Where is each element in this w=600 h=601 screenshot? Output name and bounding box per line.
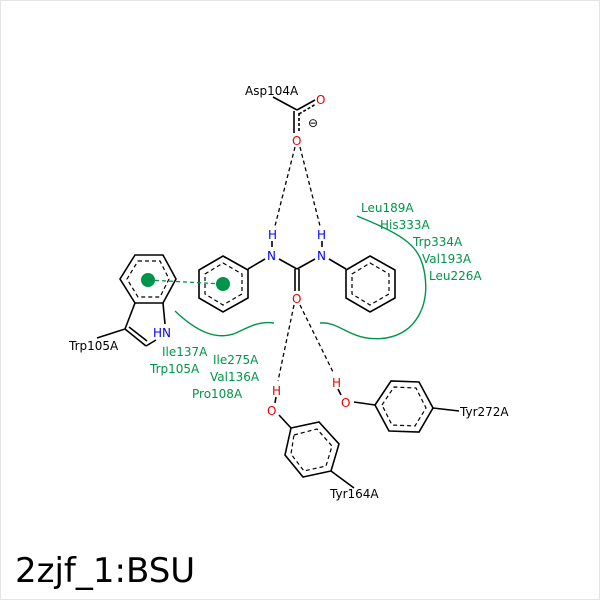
residue-label: Tyr164A <box>329 487 379 501</box>
hydrophobic-residue-label: Leu226A <box>429 269 482 283</box>
trp105-residue: HN Trp105A <box>68 254 177 353</box>
hydrophobic-residue-label: His333A <box>380 218 431 232</box>
hydrophobic-residue-label: Leu189A <box>361 201 414 215</box>
oxygen-atom: O <box>292 134 301 148</box>
tyr272-residue: H O Tyr272A <box>332 376 509 433</box>
residue-label: Trp105A <box>68 339 119 353</box>
residue-label: Tyr272A <box>459 405 509 419</box>
negative-charge-icon: ⊖ <box>308 116 318 130</box>
oxygen-atom: O <box>292 292 301 306</box>
oxygen-atom: O <box>267 404 276 418</box>
hydrogen-atom: H <box>317 228 326 242</box>
hydrophobic-residue-label: Trp105A <box>149 362 200 376</box>
hydrophobic-residue-label: Ile137A <box>162 345 208 359</box>
hydrophobic-contacts: Leu189A His333A Trp334A Val193A Leu226A … <box>149 201 482 401</box>
hydrophobic-residue-label: Val193A <box>422 252 472 266</box>
phenyl-ring <box>345 255 396 313</box>
hydrophobic-residue-label: Trp334A <box>412 235 463 249</box>
pi-stacking <box>141 273 230 291</box>
ring-centroid <box>141 273 155 287</box>
asp104-residue: Asp104A O O ⊖ <box>245 84 325 148</box>
hydrogen-atom: H <box>332 376 341 390</box>
nitrogen-atom: N <box>317 249 326 263</box>
oxygen-atom: O <box>341 396 350 410</box>
hydrogen-atom: H <box>268 228 277 242</box>
hydrogen-atom: H <box>272 384 281 398</box>
tyr164-residue: H O Tyr164A <box>267 384 379 501</box>
hydrophobic-residue-label: Pro108A <box>192 387 243 401</box>
nitrogen-atom: HN <box>153 326 171 340</box>
ligand-urea: H H N N O <box>198 228 396 313</box>
residue-label: Asp104A <box>245 84 299 98</box>
nitrogen-atom: N <box>267 249 276 263</box>
ring-centroid <box>216 277 230 291</box>
hydrophobic-residue-label: Val136A <box>210 370 260 384</box>
hydrophobic-residue-label: Ile275A <box>213 353 259 367</box>
phenyl-ring <box>198 255 249 313</box>
page-title: 2zjf_1:BSU <box>15 551 196 591</box>
hydrogen-bonds <box>274 146 335 382</box>
oxygen-atom: O <box>316 93 325 107</box>
